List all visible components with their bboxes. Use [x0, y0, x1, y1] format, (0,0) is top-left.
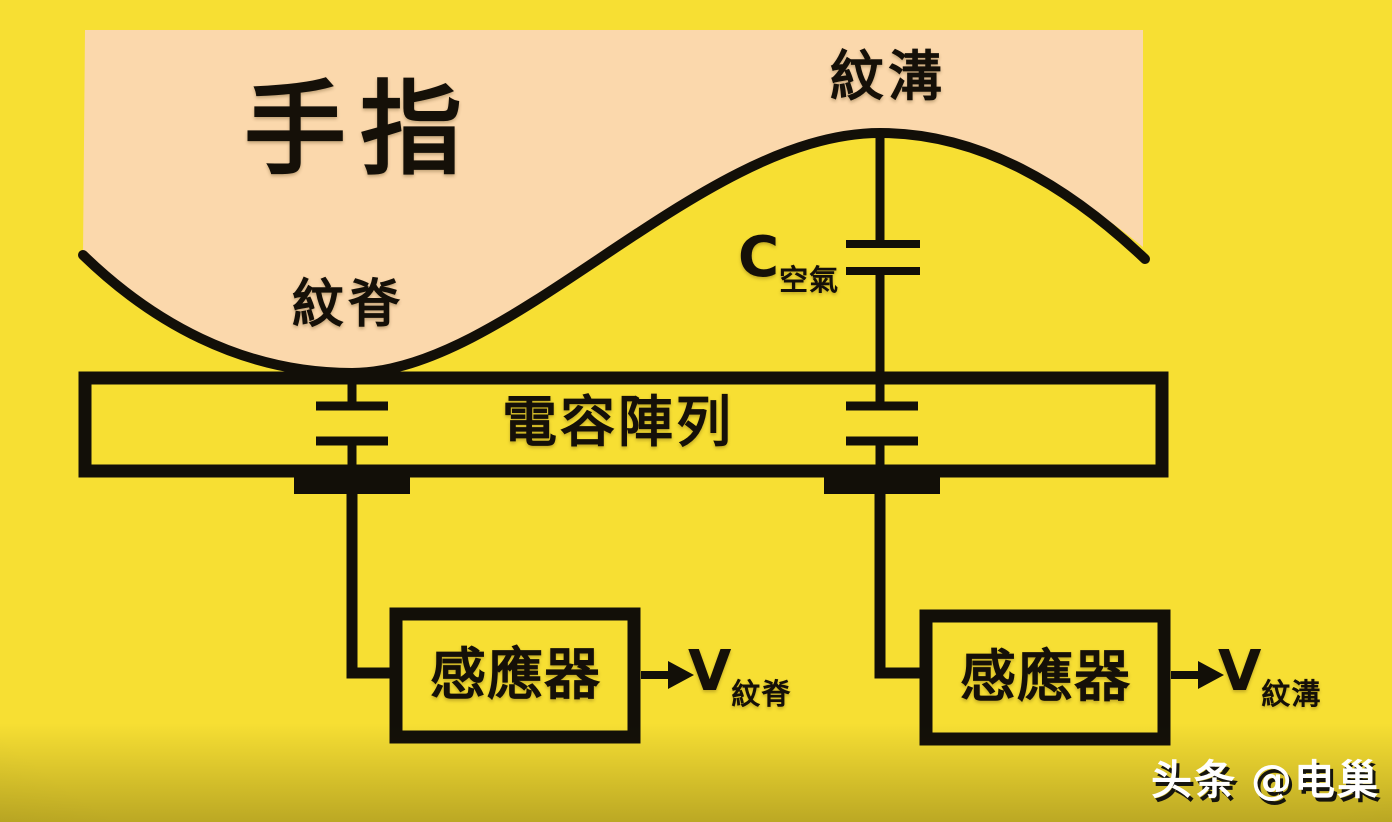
groove-output-arrow-head — [1198, 661, 1224, 689]
fingerprint-surface-curve — [78, 127, 1150, 379]
ridge-electrode-pad — [294, 467, 410, 494]
capacitor-array-label: 電容陣列 — [502, 390, 735, 454]
ridge-sensor-label: 感應器 — [430, 643, 601, 708]
ridge-label: 紋脊 — [292, 275, 405, 335]
ridge-output-voltage-label: V紋脊 — [688, 639, 791, 710]
groove-output-symbol: V — [1218, 639, 1262, 704]
air-capacitance-symbol: C — [738, 225, 780, 290]
watermark-brand: 头条 — [1151, 756, 1237, 804]
ridge-output-symbol: V — [688, 639, 732, 704]
ridge-sensor-box — [389, 607, 641, 744]
air-capacitance-label: C空氣 — [738, 225, 839, 296]
groove-output-subscript: 紋溝 — [1261, 677, 1322, 711]
finger-label: 手指 — [244, 71, 476, 190]
groove-label: 紋溝 — [830, 45, 946, 108]
air-capacitance-subscript: 空氣 — [779, 263, 840, 297]
ridge-wire-to-sensor — [346, 490, 392, 679]
capacitor-array-box — [78, 371, 1169, 478]
watermark: 头条 @电巢 — [1151, 746, 1380, 806]
groove-electrode-pad — [824, 467, 940, 494]
finger-shape — [83, 30, 1143, 373]
groove-sensor-box — [919, 609, 1171, 746]
groove-sensor-label: 感應器 — [960, 645, 1131, 710]
groove-wire-to-sensor — [874, 490, 922, 679]
ridge-output-subscript: 紋脊 — [731, 677, 792, 711]
groove-output-voltage-label: V紋溝 — [1218, 639, 1321, 710]
watermark-handle: @电巢 — [1251, 756, 1380, 804]
ridge-output-arrow-head — [668, 661, 694, 689]
